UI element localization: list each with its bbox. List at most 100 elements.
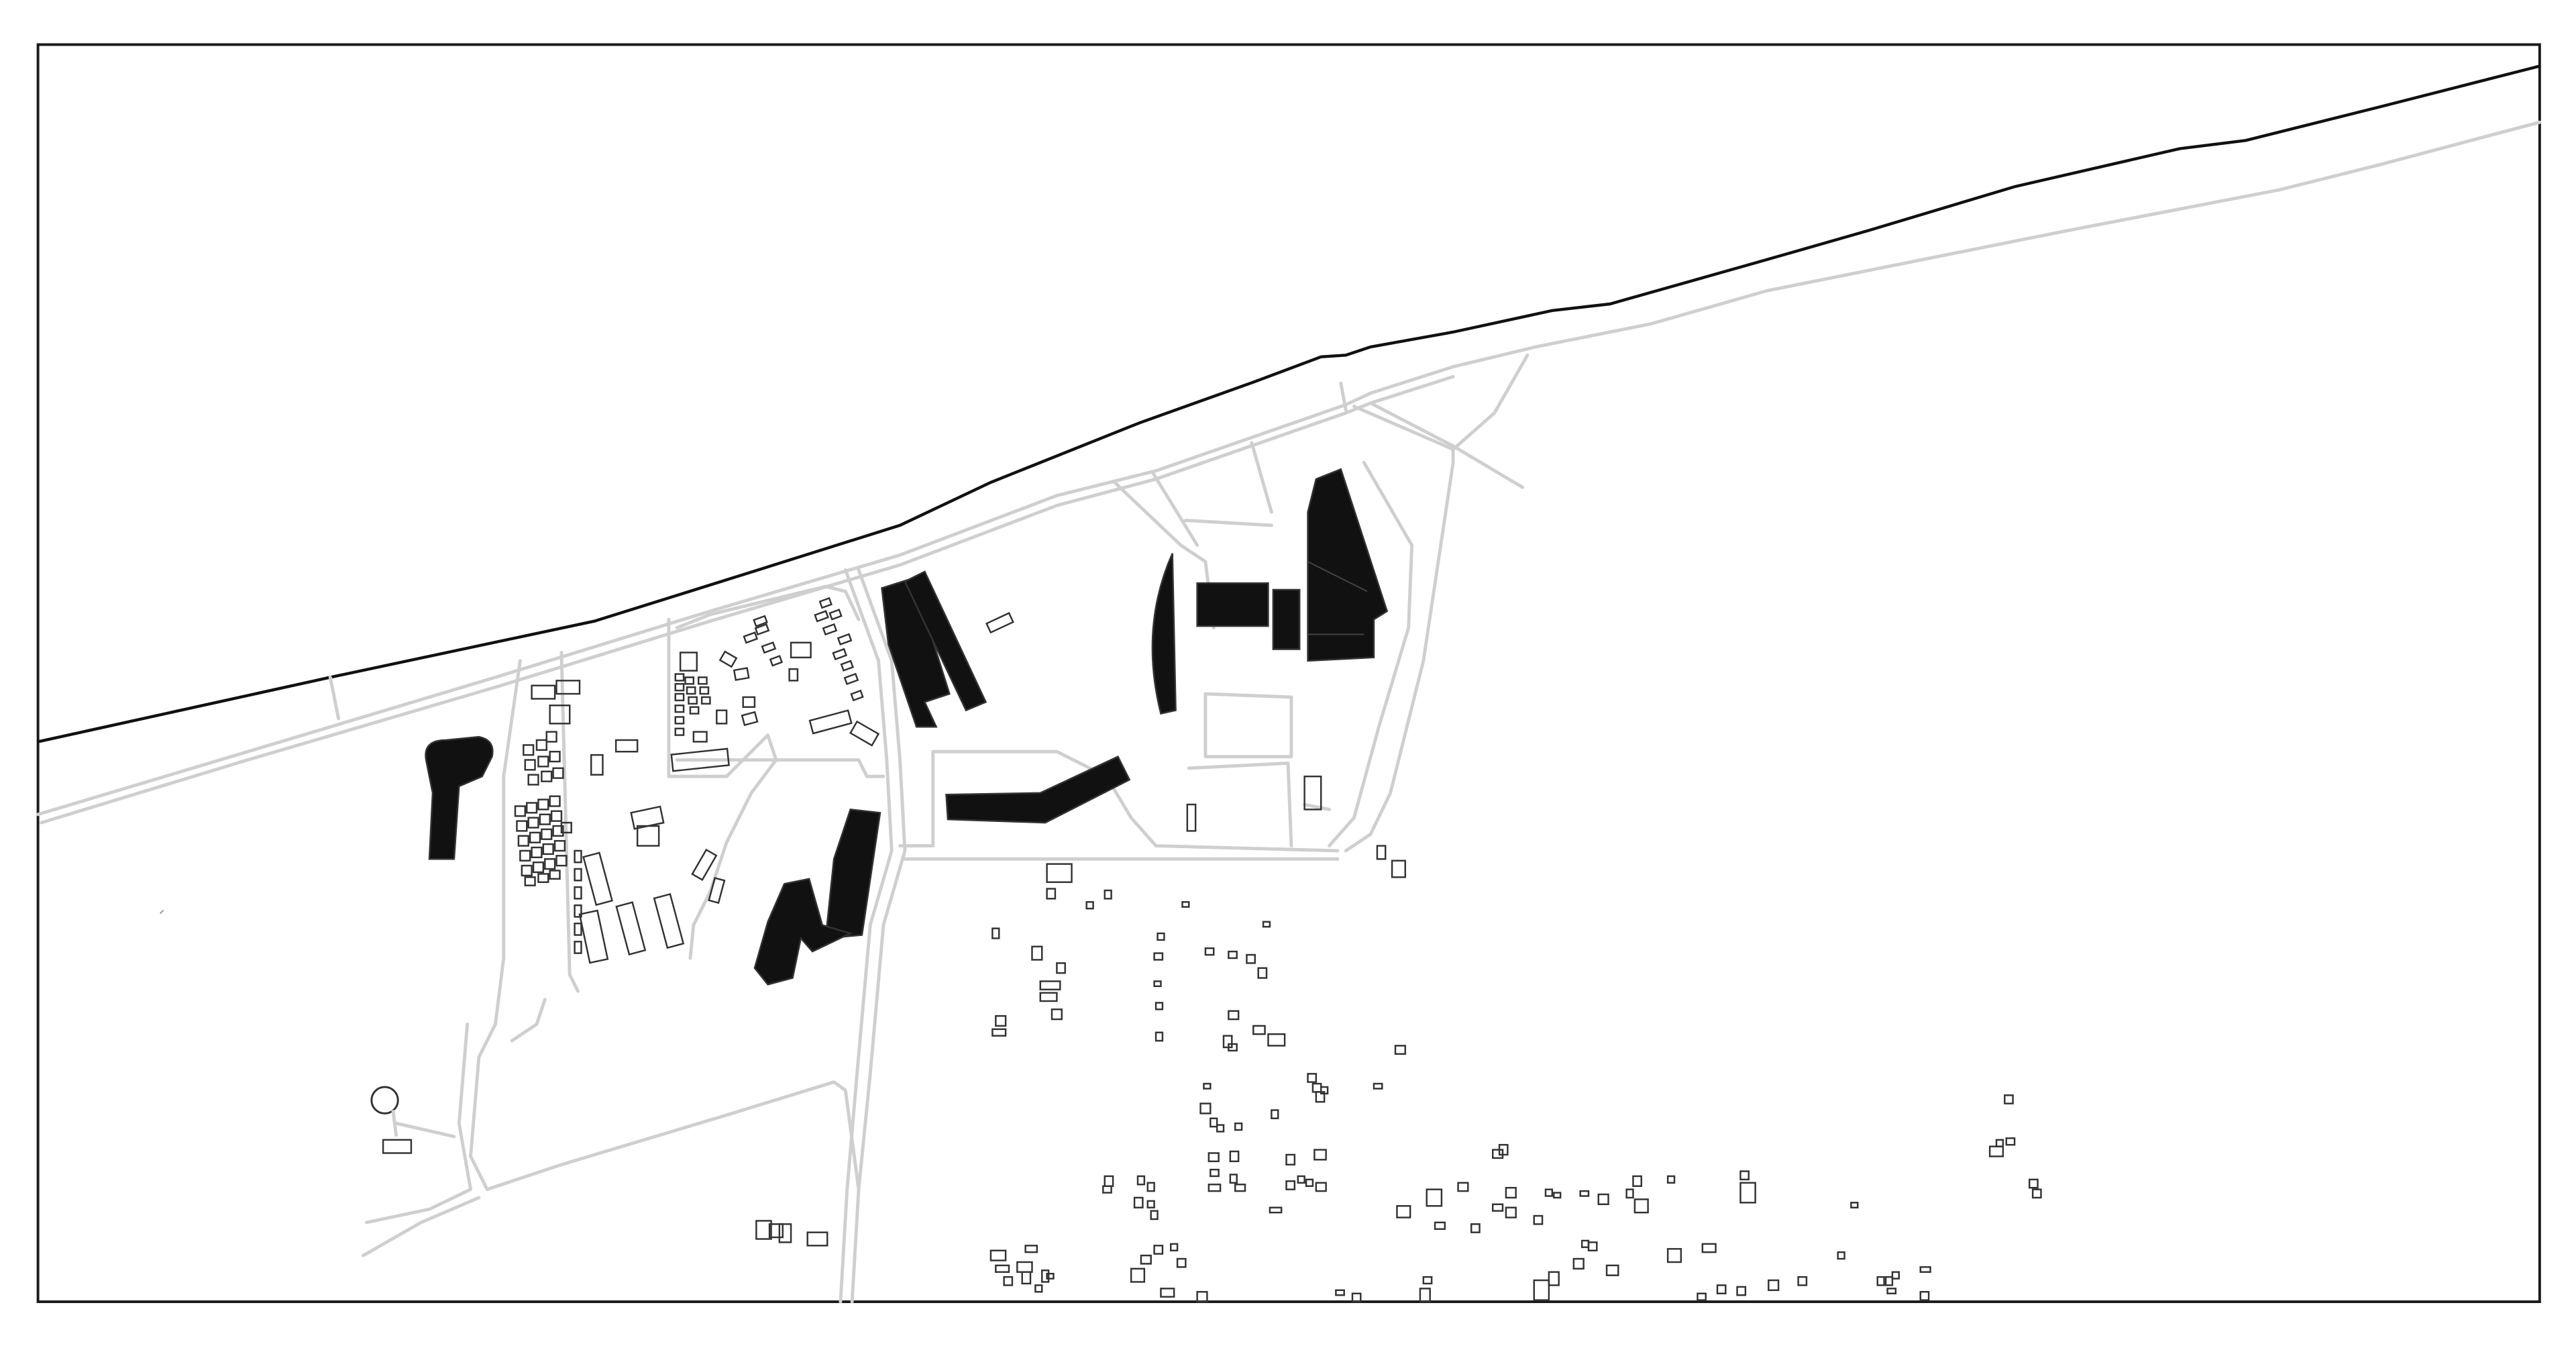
building-outline — [837, 633, 853, 645]
road-main-north-south-edge — [839, 568, 894, 1304]
building-outline — [545, 731, 557, 743]
solid-buildings — [425, 468, 1389, 986]
building-outline — [2031, 1188, 2042, 1199]
building-outline — [1666, 1175, 1676, 1184]
building-outline — [674, 716, 685, 725]
road-network — [36, 120, 2542, 1304]
building-outline — [1170, 1243, 1179, 1251]
building-outline — [1203, 1082, 1212, 1090]
building-outline — [1285, 1180, 1296, 1190]
building-outline — [1736, 1286, 1747, 1296]
building-outline — [2005, 1137, 2016, 1146]
building — [1307, 468, 1389, 662]
building-outline — [574, 868, 582, 882]
building-outline — [1153, 980, 1162, 988]
building-outline — [574, 904, 582, 918]
building-outline — [1140, 1254, 1152, 1265]
building-outline — [1797, 1276, 1808, 1286]
building-outline — [769, 655, 784, 667]
building-outline — [1104, 1175, 1114, 1187]
road-west-cross — [675, 758, 885, 778]
building-outline — [1580, 1239, 1590, 1249]
building-outline — [1311, 1082, 1322, 1093]
building-outline — [1320, 1086, 1329, 1095]
building-outline — [808, 709, 853, 735]
building-outline — [1544, 1188, 1554, 1197]
building-outline — [1305, 1178, 1314, 1187]
building-outline — [670, 747, 730, 772]
road-east-loop-inner — [1328, 460, 1414, 848]
building-outline — [1919, 1266, 1931, 1273]
building-outline — [1884, 1276, 1894, 1286]
road-central-block — [1203, 692, 1293, 759]
building-outline — [1426, 1188, 1443, 1207]
building-outline — [614, 739, 639, 753]
building-outline — [1234, 1122, 1243, 1131]
building-outline — [552, 767, 564, 779]
building-outline — [1003, 1276, 1014, 1286]
coastal-road — [36, 120, 2542, 817]
building-outline — [1181, 901, 1190, 908]
building-outline — [691, 848, 718, 881]
building-outline — [1303, 775, 1322, 811]
building-outline — [382, 1139, 413, 1154]
building-outline — [553, 839, 566, 852]
building-outline — [1085, 901, 1094, 910]
building-outline — [843, 672, 859, 686]
building-outline — [1313, 1149, 1327, 1161]
building-outline — [516, 820, 528, 832]
building-outline — [1995, 1139, 2004, 1147]
building-outline — [524, 876, 536, 886]
building-outline — [1208, 1184, 1222, 1192]
building-outline — [1394, 1045, 1407, 1055]
building-outline — [2029, 1178, 2039, 1189]
road-east-branch — [1368, 401, 1525, 489]
building-outline — [814, 610, 829, 623]
road-west-north — [675, 584, 861, 630]
building-outline — [1850, 1202, 1859, 1208]
building-outline — [549, 795, 561, 807]
building-outline — [1016, 1261, 1033, 1273]
building-outline — [1739, 1182, 1756, 1204]
building-outline — [742, 696, 756, 708]
building-outline — [519, 849, 531, 862]
building-outline — [1422, 1276, 1433, 1285]
building-outline — [692, 731, 708, 743]
building-outline — [1199, 1102, 1212, 1114]
building-outline — [1246, 953, 1256, 964]
building-outline — [1505, 1186, 1517, 1199]
building-outline — [689, 706, 700, 715]
building-outline — [1186, 803, 1197, 832]
building-outline — [1160, 1288, 1175, 1298]
building-outline — [1153, 952, 1164, 961]
building-outline — [1315, 1182, 1327, 1192]
road-central-cross — [1183, 519, 1273, 527]
building-outline — [828, 609, 843, 621]
building-outline — [517, 835, 529, 847]
building-outline — [995, 1015, 1007, 1027]
building-outline — [674, 705, 685, 713]
building-outline — [1498, 1143, 1509, 1156]
building-outline — [1457, 1182, 1469, 1192]
building-outline — [995, 1264, 1010, 1273]
building-outline — [544, 858, 556, 870]
building-outline — [541, 770, 553, 782]
building-outline — [1419, 1288, 1431, 1303]
building-outline — [1146, 1182, 1155, 1192]
building-outline — [1633, 1198, 1649, 1214]
building-outline — [822, 623, 838, 636]
tank-access-path — [391, 1110, 398, 1137]
road-main-north-south — [850, 568, 907, 1304]
building-outline — [1228, 1043, 1238, 1052]
building-outline — [1204, 947, 1215, 956]
building-outline — [850, 689, 864, 702]
building-outline — [849, 720, 880, 747]
building-outline — [1632, 1175, 1642, 1187]
building-outline — [1228, 950, 1238, 960]
building-outline — [700, 696, 711, 705]
building-outline — [527, 774, 539, 786]
building-outline — [1505, 1206, 1517, 1219]
building-outline — [636, 825, 660, 847]
building-outline — [1376, 845, 1387, 860]
